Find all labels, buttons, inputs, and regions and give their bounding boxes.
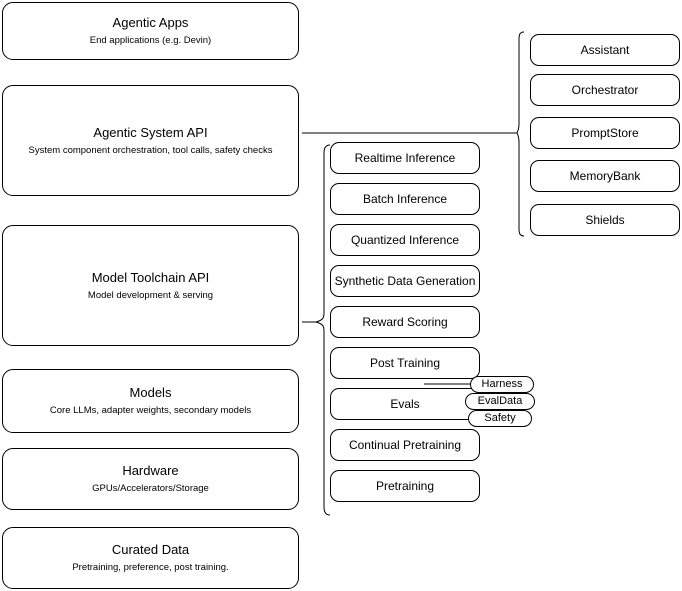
layer-model-toolchain-api[interactable]: Model Toolchain API Model development & … <box>2 225 299 346</box>
layer-hardware[interactable]: Hardware GPUs/Accelerators/Storage <box>2 448 299 510</box>
layer-agentic-apps[interactable]: Agentic Apps End applications (e.g. Devi… <box>2 2 299 60</box>
toolchain-components-brace <box>314 144 331 516</box>
chip-post-training[interactable]: Post Training <box>330 347 480 379</box>
layer-subtitle: End applications (e.g. Devin) <box>89 35 212 46</box>
chip-orchestrator[interactable]: Orchestrator <box>530 74 680 106</box>
layer-subtitle: Core LLMs, adapter weights, secondary mo… <box>49 405 252 416</box>
chip-batch-inference[interactable]: Batch Inference <box>330 183 480 215</box>
layer-subtitle: GPUs/Accelerators/Storage <box>92 483 209 494</box>
chip-realtime-inference[interactable]: Realtime Inference <box>330 142 480 174</box>
chip-continual-pretraining[interactable]: Continual Pretraining <box>330 429 480 461</box>
layer-title: Hardware <box>122 463 179 478</box>
layer-title: Curated Data <box>111 542 190 557</box>
system-components-brace <box>516 31 525 237</box>
chip-shields[interactable]: Shields <box>530 204 680 236</box>
pill-safety[interactable]: Safety <box>468 410 532 427</box>
chip-synthetic-data-generation[interactable]: Synthetic Data Generation <box>330 265 480 297</box>
layer-models[interactable]: Models Core LLMs, adapter weights, secon… <box>2 369 299 433</box>
chip-evals[interactable]: Evals <box>330 388 480 420</box>
chip-promptstore[interactable]: PromptStore <box>530 117 680 149</box>
pill-evaldata[interactable]: EvalData <box>465 393 535 410</box>
chip-memorybank[interactable]: MemoryBank <box>530 160 680 192</box>
layer-subtitle: System component orchestration, tool cal… <box>28 144 273 156</box>
layer-agentic-system-api[interactable]: Agentic System API System component orch… <box>2 85 299 196</box>
layer-title: Agentic Apps <box>112 15 189 30</box>
layer-curated-data[interactable]: Curated Data Pretraining, preference, po… <box>2 527 299 589</box>
chip-reward-scoring[interactable]: Reward Scoring <box>330 306 480 338</box>
chip-assistant[interactable]: Assistant <box>530 34 680 66</box>
pill-harness[interactable]: Harness <box>470 376 534 393</box>
chip-quantized-inference[interactable]: Quantized Inference <box>330 224 480 256</box>
chip-pretraining[interactable]: Pretraining <box>330 470 480 502</box>
layer-title: Model Toolchain API <box>91 269 210 285</box>
layer-subtitle: Model development & serving <box>87 289 214 301</box>
layer-title: Agentic System API <box>93 124 208 140</box>
layer-subtitle: Pretraining, preference, post training. <box>72 562 229 573</box>
layer-title: Models <box>129 385 172 400</box>
